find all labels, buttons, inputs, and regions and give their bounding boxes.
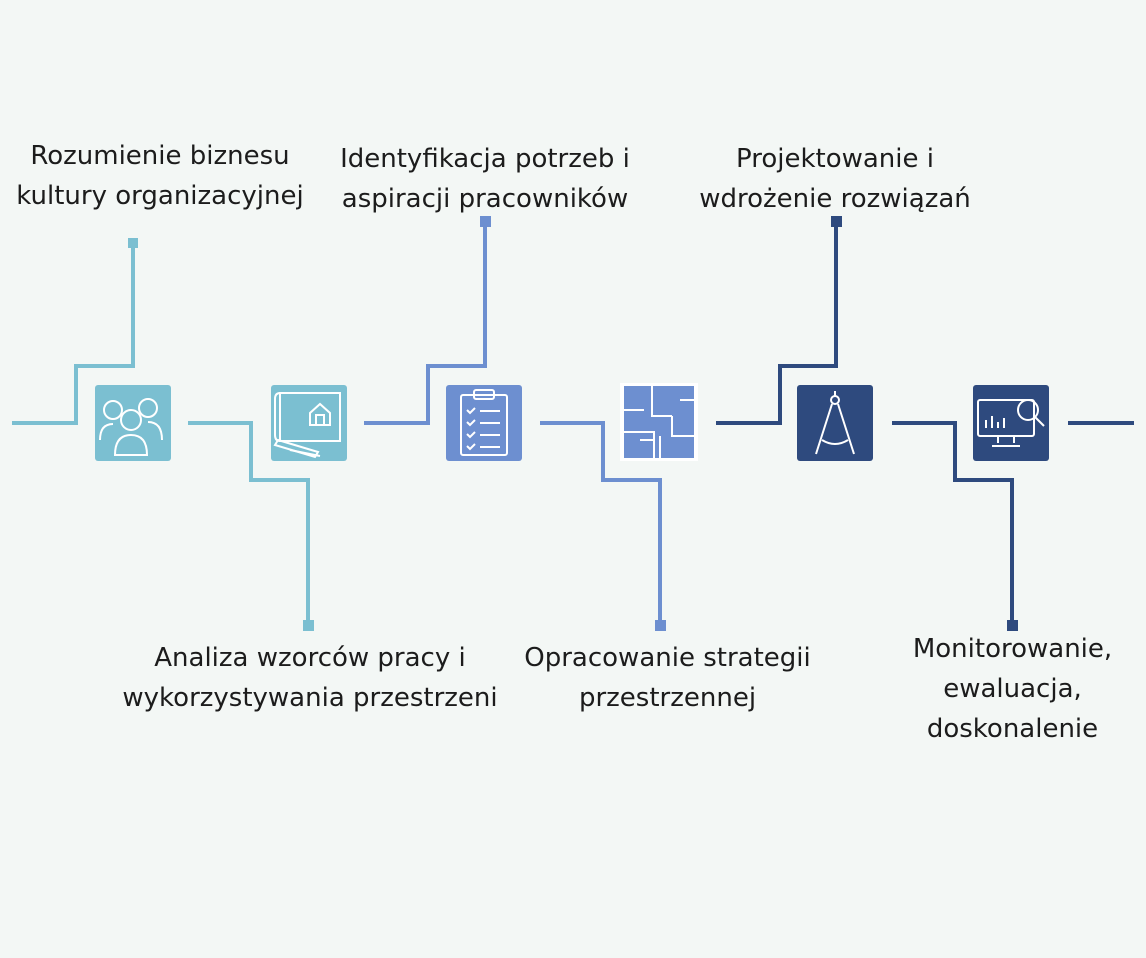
- step-label-4-line-1: Opracowanie strategii: [524, 643, 811, 673]
- connector-2: [188, 421, 310, 625]
- clipboard-checklist-icon: [446, 385, 522, 461]
- step-label-5-line-2: wdrożenie rozwiązań: [699, 184, 971, 214]
- step-label-6-line-2: ewaluacja,: [943, 674, 1082, 704]
- endpoint-3: [480, 216, 491, 227]
- endpoint-5: [831, 216, 842, 227]
- step-label-2: Analiza wzorców pracy i wykorzystywania …: [110, 638, 510, 718]
- step-label-6: Monitorowanie, ewaluacja, doskonalenie: [895, 629, 1130, 749]
- blueprint-house-icon: [271, 385, 347, 461]
- step-label-2-line-1: Analiza wzorców pracy i: [154, 643, 466, 673]
- step-label-5: Projektowanie i wdrożenie rozwiązań: [680, 139, 990, 219]
- step-label-1-line-2: kultury organizacyjnej: [16, 181, 304, 211]
- people-group-icon: [95, 385, 171, 461]
- step-label-1: Rozumienie biznesu kultury organizacyjne…: [0, 136, 320, 216]
- endpoint-1: [128, 238, 138, 248]
- step-label-3: Identyfikacja potrzeb i aspiracji pracow…: [330, 139, 640, 219]
- endpoint-4: [655, 620, 666, 631]
- drafting-compass-icon: [797, 385, 873, 461]
- step-label-2-line-2: wykorzystywania przestrzeni: [122, 683, 498, 713]
- connector-5: [716, 221, 838, 425]
- connector-4: [540, 421, 662, 625]
- connector-6: [892, 421, 1014, 625]
- endpoint-2: [303, 620, 314, 631]
- step-label-1-line-1: Rozumienie biznesu: [30, 141, 290, 171]
- step-label-3-line-1: Identyfikacja potrzeb i: [340, 144, 630, 174]
- monitor-magnifier-icon: [973, 385, 1049, 461]
- floor-plan-icon: [620, 383, 698, 461]
- step-label-4-line-2: przestrzennej: [578, 683, 757, 713]
- step-label-6-line-3: doskonalenie: [926, 714, 1099, 744]
- connector-1: [12, 243, 135, 425]
- step-label-5-line-1: Projektowanie i: [735, 144, 934, 174]
- endpoint-6: [1007, 620, 1018, 631]
- step-label-6-line-1: Monitorowanie,: [912, 634, 1113, 664]
- step-label-4: Opracowanie strategii przestrzennej: [515, 638, 820, 718]
- connector-3: [364, 221, 487, 425]
- step-label-3-line-2: aspiracji pracowników: [341, 184, 629, 214]
